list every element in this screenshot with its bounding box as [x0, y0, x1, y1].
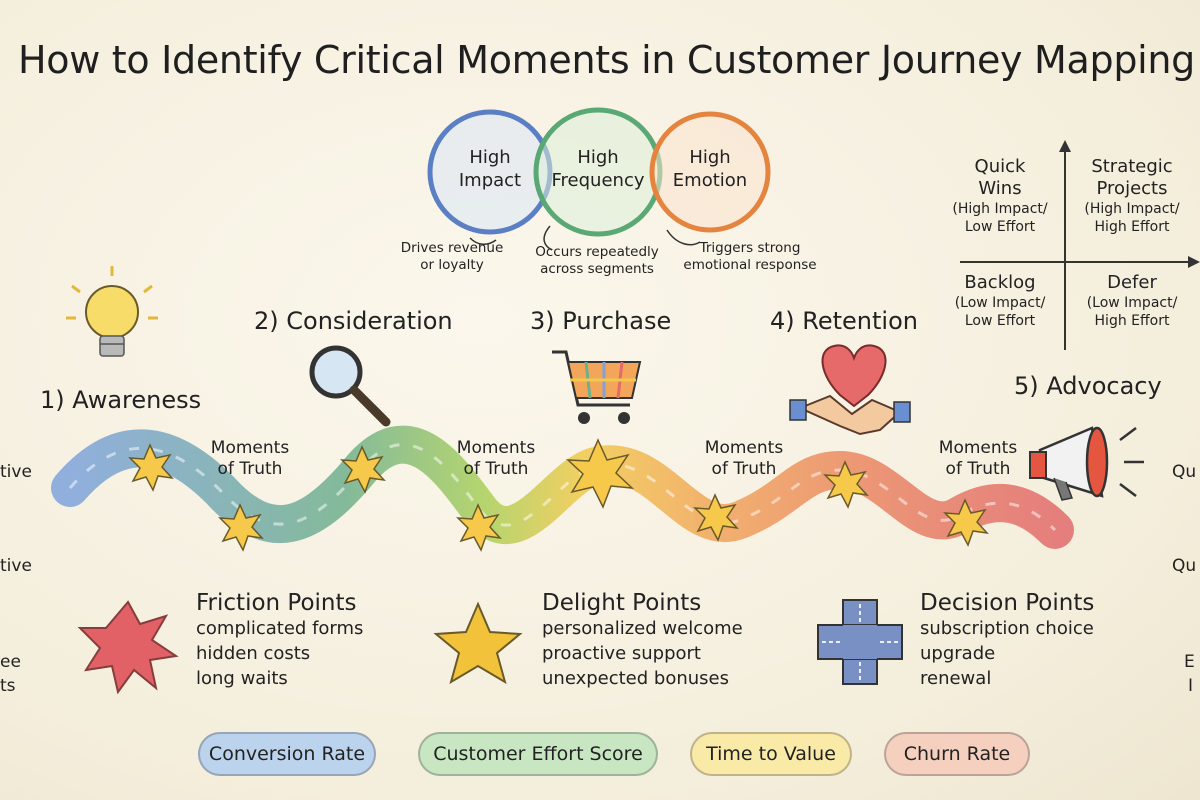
- moment-burst: [218, 503, 264, 552]
- left-edge-fragment: ts: [0, 676, 16, 696]
- quadrant-subtitle: (High Impact/ Low Effort: [952, 201, 1048, 235]
- criteria-note-impact: Drives revenue or loyalty: [400, 240, 504, 273]
- decision-point-item: subscription choice: [920, 618, 1094, 639]
- moments-of-truth-label: Moments of Truth: [938, 438, 1018, 479]
- friction-points-title: Friction Points: [196, 590, 357, 616]
- friction-point-item: long waits: [196, 668, 288, 689]
- moment-burst: [128, 443, 174, 492]
- moments-of-truth-label: Moments of Truth: [210, 438, 290, 479]
- moment-burst: [943, 498, 989, 547]
- burst-icon: [77, 600, 179, 695]
- metric-pill-conversion-rate: Conversion Rate: [198, 732, 376, 776]
- moments-of-truth-label: Moments of Truth: [456, 438, 536, 479]
- criteria-circle-emotion: [649, 111, 771, 233]
- metric-pill-churn-rate: Churn Rate: [884, 732, 1030, 776]
- left-edge-fragment: ee: [0, 652, 21, 672]
- heart-handshake-icon: [789, 344, 911, 436]
- stage-purchase: 3) Purchase: [530, 307, 672, 335]
- criteria-note-emotion: Triggers strong emotional response: [683, 240, 817, 273]
- stage-consideration: 2) Consideration: [254, 307, 453, 335]
- quadrant-defer: Defer (Low Impact/ High Effort: [1072, 272, 1192, 330]
- moment-burst: [340, 445, 386, 494]
- right-edge-fragment: Qu: [1172, 462, 1197, 482]
- quadrant-title: Strategic Projects: [1091, 156, 1173, 199]
- quadrant-title: Backlog: [964, 272, 1036, 293]
- stage-retention: 4) Retention: [770, 307, 918, 335]
- stage-advocacy: 5) Advocacy: [1014, 372, 1162, 400]
- friction-point-item: hidden costs: [196, 643, 311, 664]
- stage-awareness: 1) Awareness: [40, 386, 202, 414]
- left-edge-fragment: tive: [0, 462, 32, 482]
- megaphone-icon: [1029, 426, 1144, 501]
- moment-burst: [565, 438, 635, 509]
- delight-point-item: unexpected bonuses: [542, 668, 729, 689]
- decision-points-title: Decision Points: [920, 590, 1095, 616]
- right-edge-fragment: E: [1184, 652, 1195, 672]
- moments-of-truth-label: Moments of Truth: [704, 438, 784, 479]
- quadrant-strategic-projects: Strategic Projects (High Impact/ High Ef…: [1072, 156, 1192, 236]
- quadrant-backlog: Backlog (Low Impact/ Low Effort: [945, 272, 1055, 330]
- left-edge-fragment: tive: [0, 556, 32, 576]
- quadrant-subtitle: (Low Impact/ Low Effort: [954, 295, 1046, 329]
- quadrant-subtitle: (High Impact/ High Effort: [1084, 201, 1180, 235]
- decision-point-item: upgrade: [920, 643, 996, 664]
- magnifier-icon: [309, 345, 391, 427]
- criteria-note-frequency: Occurs repeatedly across segments: [535, 244, 659, 277]
- crossroads-icon: [817, 599, 903, 685]
- delight-point-item: personalized welcome: [542, 618, 743, 639]
- friction-point-item: complicated forms: [196, 618, 364, 639]
- right-edge-fragment: Qu: [1172, 556, 1197, 576]
- friction-points-block: Friction Points complicated forms hidden…: [196, 590, 363, 691]
- star-icon: [433, 601, 523, 685]
- moment-burst-group: [128, 438, 989, 552]
- quadrant-subtitle: (Low Impact/ High Effort: [1086, 295, 1178, 329]
- decision-point-item: renewal: [920, 668, 992, 689]
- moment-burst: [693, 493, 739, 542]
- quadrant-quick-wins: Quick Wins (High Impact/ Low Effort: [945, 156, 1055, 236]
- moment-burst: [823, 460, 869, 509]
- criteria-label-frequency: High Frequency: [551, 147, 645, 191]
- metric-pill-customer-effort-score: Customer Effort Score: [418, 732, 658, 776]
- shopping-cart-icon: [552, 350, 642, 424]
- right-edge-fragment: I: [1188, 676, 1194, 696]
- metric-pill-time-to-value: Time to Value: [690, 732, 852, 776]
- delight-point-item: proactive support: [542, 643, 701, 664]
- page-title: How to Identify Critical Moments in Cust…: [18, 38, 1195, 82]
- decision-points-block: Decision Points subscription choice upgr…: [920, 590, 1094, 691]
- delight-points-title: Delight Points: [542, 590, 702, 616]
- lightbulb-icon: [66, 266, 158, 357]
- delight-points-block: Delight Points personalized welcome proa…: [542, 590, 743, 691]
- quadrant-title: Defer: [1107, 272, 1157, 293]
- criteria-label-emotion: High Emotion: [672, 147, 748, 191]
- moment-burst: [456, 503, 502, 552]
- criteria-label-impact: High Impact: [458, 147, 522, 191]
- quadrant-title: Quick Wins: [974, 156, 1026, 199]
